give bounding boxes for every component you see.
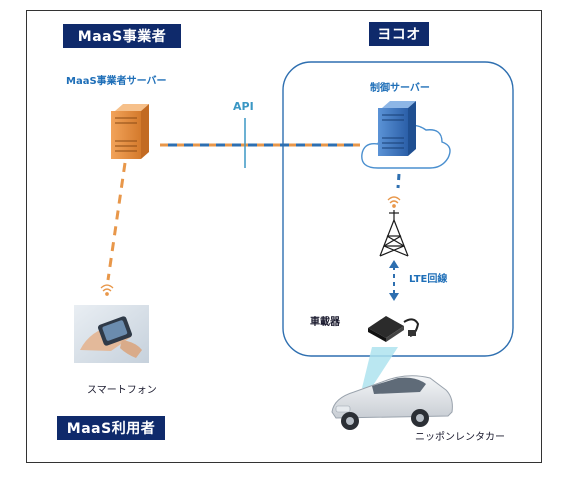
rental-car-icon — [331, 375, 453, 430]
antenna-tower-icon — [379, 210, 409, 257]
diagram-frame — [26, 10, 542, 463]
car-label: ニッポンレンタカー — [415, 432, 505, 443]
device-car-callout — [362, 347, 398, 390]
api-label: API — [233, 100, 254, 113]
yokoo-badge: ヨコオ — [369, 22, 429, 46]
operator-server-icon — [111, 104, 149, 159]
maas-user-badge: MaaS利用者 — [57, 416, 165, 440]
server-tower-link — [396, 173, 401, 189]
onboard-device-icon — [362, 305, 430, 345]
lte-link-arrow — [389, 260, 399, 301]
smartphone-label: スマートフォン — [87, 385, 157, 396]
control-server-icon — [378, 101, 416, 156]
operator-server-label: MaaS事業者サーバー — [66, 76, 167, 87]
smartphone-photo — [74, 305, 149, 363]
phone-wifi-icon — [100, 284, 114, 296]
control-server-label: 制御サーバー — [370, 83, 430, 94]
tower-wifi-icon — [387, 196, 401, 208]
operator-phone-link — [106, 162, 127, 281]
onboard-device-label: 車載器 — [310, 317, 340, 328]
maas-operator-badge: MaaS事業者 — [63, 24, 181, 48]
yokoo-area-box — [282, 61, 514, 357]
lte-label: LTE回線 — [409, 274, 448, 285]
